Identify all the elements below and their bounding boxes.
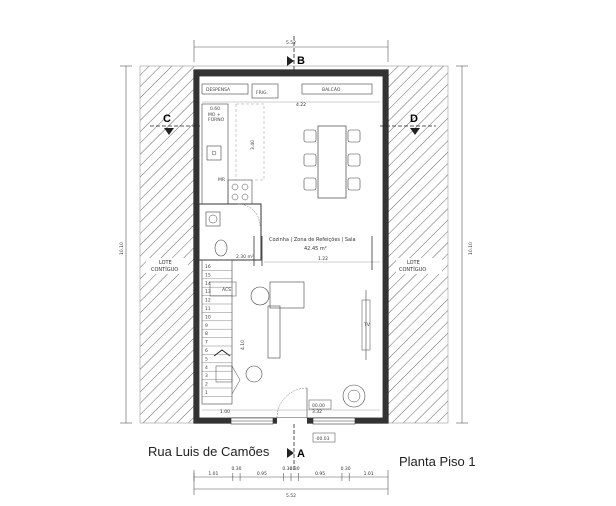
stair-step-number: 4 (205, 365, 208, 371)
section-a: A (297, 448, 305, 460)
living-furniture: TV (245, 281, 371, 408)
svg-text:TV: TV (363, 322, 371, 328)
entry-left-dim: 1.00 (220, 409, 230, 415)
chain-dimension: 0.30 (231, 466, 241, 472)
plan-title: Planta Piso 1 (399, 454, 476, 469)
stair-step-number: 7 (205, 340, 208, 346)
chain-dimension: 1.01 (208, 471, 218, 477)
counter-label: BALCÃO (322, 86, 341, 93)
chain-dimension: 0.30 (282, 466, 292, 472)
entry-dimensions: 1.00 3.32 00.00 -00.03 (202, 399, 380, 443)
stair-step-number: 15 (205, 272, 211, 278)
left-lot-label-2: CONTÍGUO (151, 266, 178, 273)
stair-step-number: 1 (205, 390, 208, 396)
mid-width-dim: 1.22 (318, 256, 328, 262)
bottom-dimension-chain: 5.52 1.010.300.950.300.300.950.301.01 (193, 466, 389, 499)
right-lot-label-2: CONTÍGUO (399, 266, 426, 273)
chain-dimension: 0.95 (315, 471, 325, 477)
left-height-dim: 10.10 (119, 242, 125, 255)
neighbor-labels: LOTE CONTÍGUO LOTE CONTÍGUO (146, 258, 442, 274)
stair-step-number: 9 (205, 323, 208, 329)
kitchen: DESPENSA FRIG. BALCÃO 4.22 0.60 MO + FOR… (201, 83, 380, 205)
stair-step-number: 6 (205, 348, 208, 354)
fridge-label: FRIG. (256, 90, 268, 96)
building-walls (193, 69, 389, 425)
stair-step-number: 14 (205, 281, 211, 287)
section-b: B (297, 55, 305, 67)
stair-step-number: 13 (205, 289, 211, 295)
left-neighbor-hatch (140, 66, 194, 423)
chain-dimension: 0.30 (290, 466, 300, 472)
inner-width-dim: 4.22 (296, 102, 306, 108)
oven-dim: 0.60 (210, 106, 220, 112)
chain-dimension: 1.01 (364, 471, 374, 477)
main-room-label: Cozinha | Zona de Refeições | Sala (269, 237, 356, 243)
top-dimension: 5.52 (193, 40, 389, 62)
kitchen-length-dim: 3.40 (250, 140, 256, 150)
top-total-dim: 5.52 (286, 40, 296, 46)
right-neighbor-hatch (388, 66, 448, 423)
stair-step-number: 11 (205, 306, 211, 312)
chain-dimension: 0.95 (257, 471, 267, 477)
wc-area: 2.30 m² (236, 254, 254, 260)
section-c: C (163, 113, 171, 125)
stair-step-number: 16 (205, 264, 211, 270)
door-tag: 00.00 (312, 403, 325, 409)
stair-step-number: 8 (205, 331, 208, 337)
stair-step-number: 12 (205, 298, 211, 304)
stair-step-number: 2 (205, 382, 208, 388)
oven-label-1: MO + (208, 112, 221, 118)
entry-level: -00.03 (315, 436, 330, 442)
bottom-total-dim: 5.52 (286, 493, 296, 499)
entry-right-dim: 3.32 (312, 409, 322, 415)
chain-dimension: 0.30 (341, 466, 351, 472)
right-height-dim: 10.10 (468, 242, 474, 255)
stair-step-number: 5 (205, 356, 208, 362)
staircase: ACS 4.10 16 15 14 13 12 11 10 9 8 7 6 5 4 3 2 1 (201, 259, 246, 405)
side-dimensions: 10.10 10.10 (119, 65, 474, 424)
main-room: Cozinha | Zona de Refeições | Sala 42.45… (264, 236, 380, 270)
right-lot-label-1: LOTE (407, 260, 420, 266)
section-d: D (410, 113, 418, 125)
left-lot-label-1: LOTE (159, 260, 172, 266)
dining-table (303, 125, 361, 199)
oven-label-2: FORNO (208, 117, 225, 123)
acs-label: ACS (222, 287, 231, 293)
section-markers: B A C D (150, 36, 436, 470)
main-room-area: 42.45 m² (304, 246, 327, 252)
stair-step-number: 3 (205, 373, 208, 379)
pantry-label: DESPENSA (206, 87, 231, 93)
street-name: Rua Luis de Camões (148, 444, 270, 459)
sink (206, 145, 222, 161)
stair-step-number: 10 (205, 314, 211, 320)
mr-label: MR (218, 177, 225, 183)
stair-length-dim: 4.10 (240, 340, 246, 350)
